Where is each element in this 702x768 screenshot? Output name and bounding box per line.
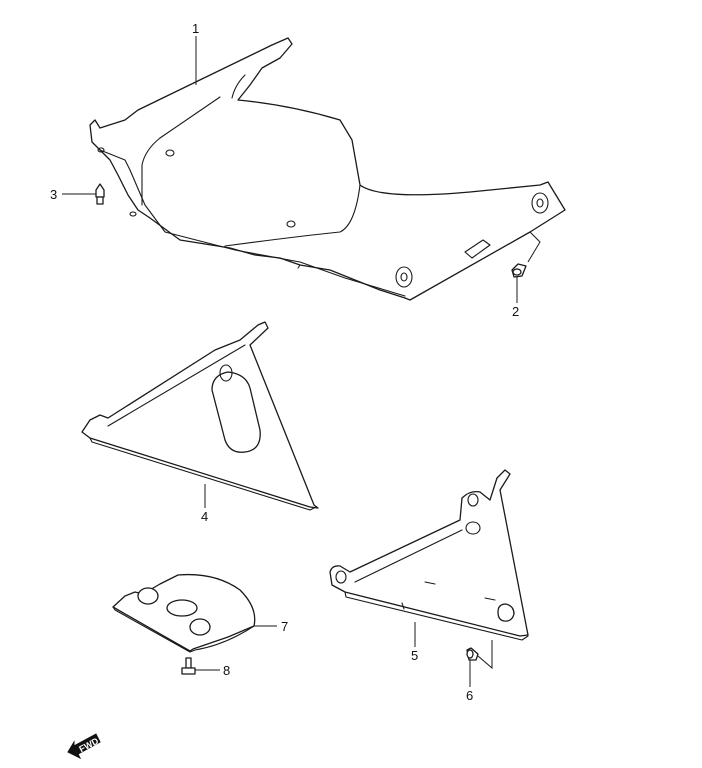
part-8-bolt[interactable] — [181, 657, 196, 675]
callout-8: 8 — [223, 663, 231, 678]
part-5-triangle-panel[interactable] — [329, 469, 529, 641]
part-3-clip[interactable] — [95, 183, 105, 205]
callout-5: 5 — [411, 648, 419, 663]
part-4-triangle-panel[interactable] — [81, 321, 319, 511]
part-1-main-panel[interactable] — [89, 37, 566, 301]
leader-lines — [62, 36, 541, 687]
callout-1: 1 — [192, 21, 200, 36]
callout-7: 7 — [281, 619, 289, 634]
fwd-direction-icon: FWD — [67, 733, 101, 760]
part-7-cover-plate[interactable] — [112, 573, 256, 653]
callout-3: 3 — [50, 187, 58, 202]
callout-6: 6 — [466, 688, 474, 703]
callout-4: 4 — [201, 509, 209, 524]
callout-2: 2 — [512, 304, 520, 319]
part-2-clip[interactable] — [511, 263, 527, 278]
part-6-clip[interactable] — [466, 647, 479, 661]
